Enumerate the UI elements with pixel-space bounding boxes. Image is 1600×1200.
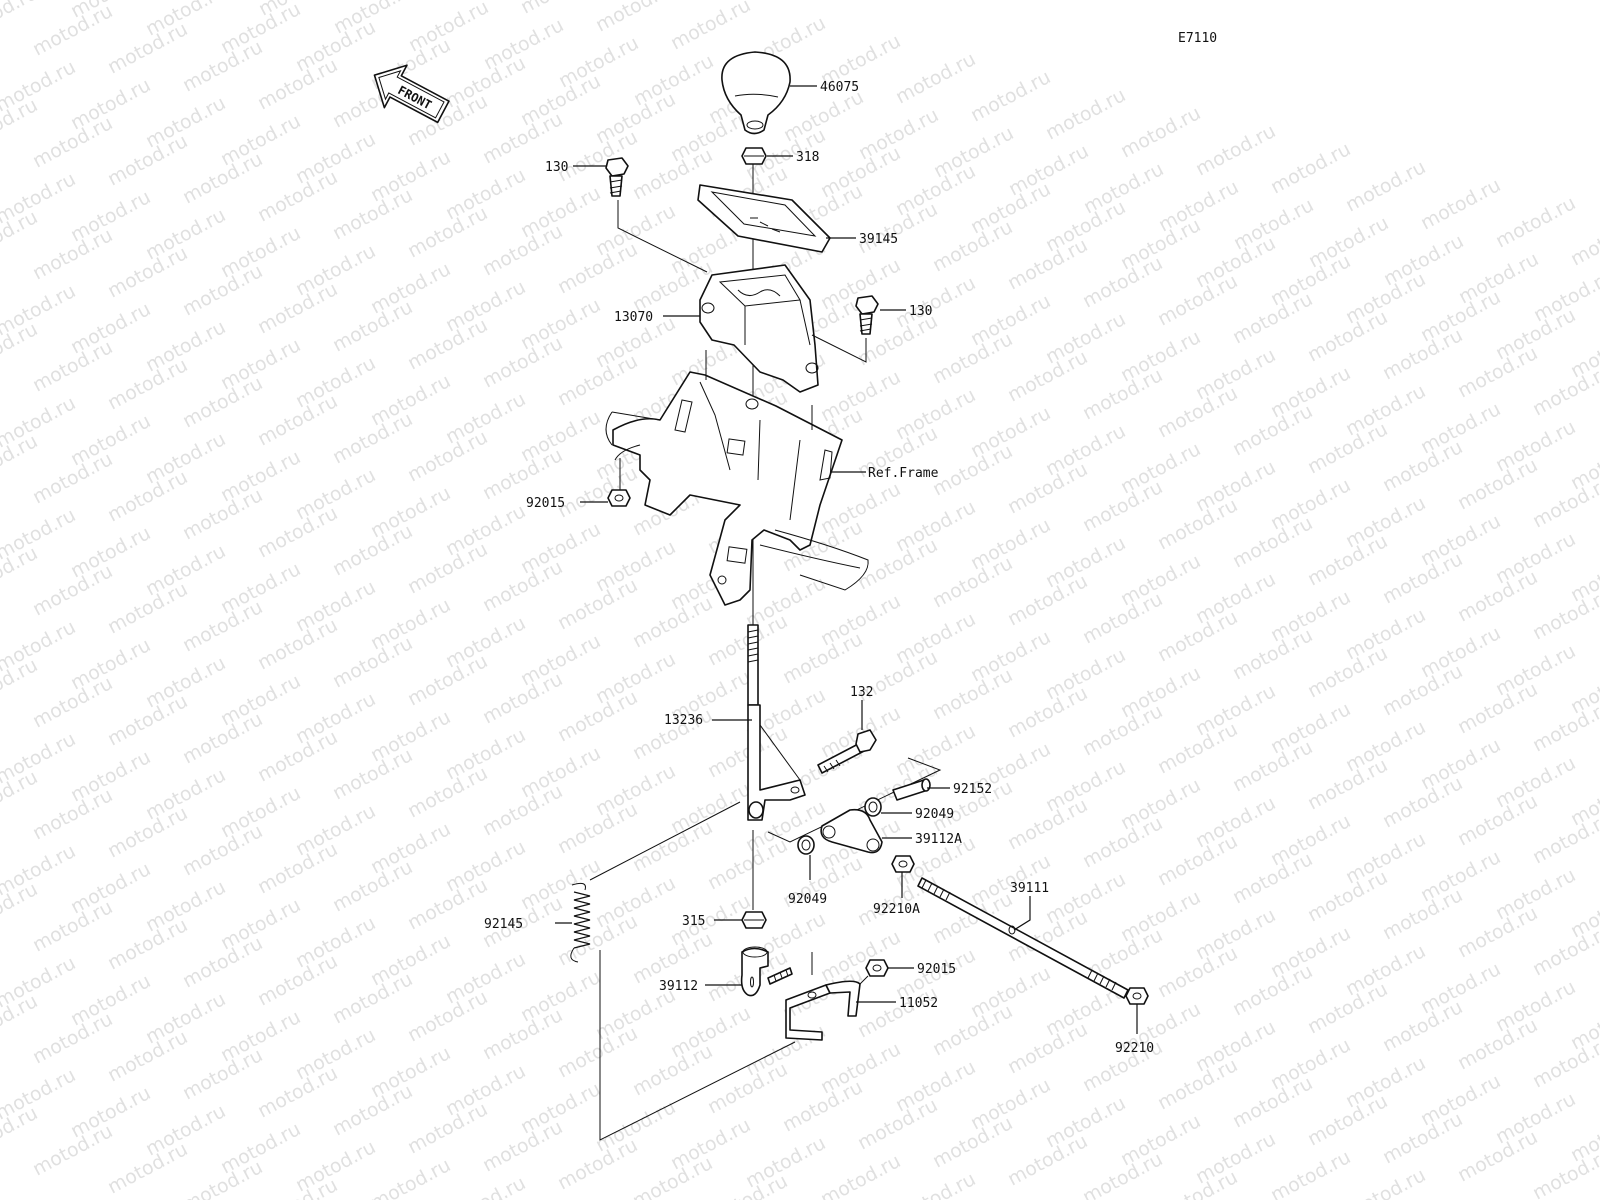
bolt-130-right — [855, 295, 879, 335]
washer-92049-left — [797, 835, 815, 855]
watermark-text: motod.ru — [667, 0, 754, 54]
label-92210: 92210 — [1115, 1041, 1154, 1056]
label-39111: 39111 — [1010, 881, 1049, 896]
label-318: 318 — [796, 150, 819, 165]
label-39145: 39145 — [859, 232, 898, 247]
label-46075: 46075 — [820, 80, 859, 95]
watermark-text: motod.ru — [1492, 192, 1579, 252]
label-13070: 13070 — [614, 310, 653, 325]
lever-39112A — [820, 808, 883, 854]
ball-joint-39112 — [740, 946, 793, 997]
watermark-text: motod.ru — [1342, 1164, 1429, 1200]
nut-318 — [741, 147, 767, 165]
label-92049-left: 92049 — [788, 892, 827, 907]
watermark-text: motod.ru — [1192, 120, 1279, 180]
label-92015-lower: 92015 — [917, 962, 956, 977]
washer-92049-right — [864, 797, 882, 817]
spring-92145 — [570, 882, 591, 963]
watermark-text: motod.ru — [0, 0, 41, 42]
watermark-text: motod.ru — [1417, 174, 1504, 234]
label-39112A: 39112A — [915, 832, 962, 847]
label-92145: 92145 — [484, 917, 523, 932]
watermark-text: motod.ru — [1529, 472, 1600, 532]
watermark-text: motod.ru — [892, 48, 979, 108]
label-130-left: 130 — [545, 160, 568, 175]
watermark-text: motod.ru — [1529, 920, 1600, 980]
watermark-text: motod.ru — [1267, 1146, 1354, 1200]
watermark-text: motod.ru — [1529, 1144, 1600, 1200]
label-315: 315 — [682, 914, 705, 929]
watermark-text: motod.ru — [517, 0, 604, 18]
watermark-text: motod.ru — [592, 0, 679, 36]
nut-315 — [741, 911, 767, 929]
label-39112: 39112 — [659, 979, 698, 994]
nut-92015-lower — [865, 959, 889, 977]
diagram-id: E7110 — [1178, 31, 1217, 46]
label-13236: 13236 — [664, 713, 703, 728]
shift-guide-housing-13070 — [699, 264, 819, 393]
watermark-text: motod.ru — [1567, 210, 1600, 270]
watermark-text: motod.ru — [1529, 808, 1600, 868]
nut-92210 — [1125, 987, 1149, 1005]
watermark-text: motod.ru — [1117, 102, 1204, 162]
frame-bracket-ref-frame — [605, 371, 869, 606]
watermark-text: motod.ru — [817, 1150, 904, 1200]
shift-rod-13236 — [747, 624, 806, 821]
leader-lines — [555, 85, 1138, 1034]
label-92049-right: 92049 — [915, 807, 954, 822]
label-92152: 92152 — [953, 782, 992, 797]
watermark-text: motod.ru — [967, 66, 1054, 126]
shift-indicator-plate-39145 — [697, 184, 831, 253]
label-92210A: 92210A — [873, 902, 920, 917]
watermark-text: motod.ru — [1529, 696, 1600, 756]
label-11052: 11052 — [899, 996, 938, 1011]
watermark-text: motod.ru — [442, 1172, 529, 1200]
bracket-11052 — [785, 980, 861, 1041]
bolt-132 — [817, 729, 877, 774]
watermark-text: motod.ru — [1529, 1032, 1600, 1092]
collar-92152 — [892, 778, 931, 801]
label-130-right: 130 — [909, 304, 932, 319]
watermark-text: motod.ru — [1529, 360, 1600, 420]
nut-92210A — [891, 855, 915, 873]
nut-92015-upper — [607, 489, 631, 507]
bolt-130-left — [605, 157, 629, 197]
label-132: 132 — [850, 685, 873, 700]
label-ref-frame: Ref.Frame — [868, 466, 939, 481]
label-92015-upper: 92015 — [526, 496, 565, 511]
watermark-text: motod.ru — [1042, 84, 1129, 144]
watermark-text: motod.ru — [1342, 156, 1429, 216]
shift-knob-46075 — [721, 51, 791, 135]
watermark-text: motod.ru — [892, 1168, 979, 1200]
watermark-text: motod.ru — [367, 1154, 454, 1200]
assembly-reference-lines — [589, 200, 869, 1141]
threaded-rod-39111 — [917, 877, 1129, 999]
watermark-text: motod.ru — [1529, 584, 1600, 644]
watermark-text: motod.ru — [1267, 138, 1354, 198]
